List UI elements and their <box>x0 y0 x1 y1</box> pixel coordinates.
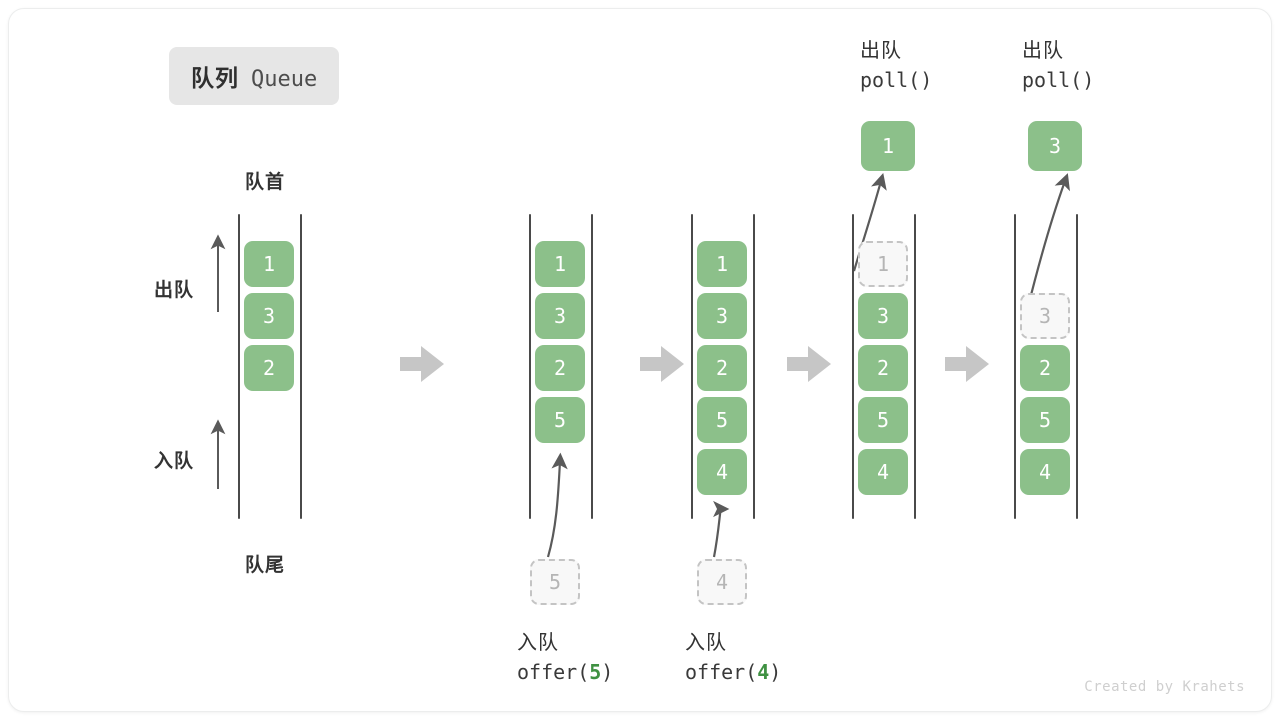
queue-slot: 3 <box>697 293 747 339</box>
connector-overlay <box>210 172 1070 558</box>
rail-left <box>1014 214 1016 519</box>
caption-offer-5: 入队 offer(5) <box>517 629 613 687</box>
code-arg: 4 <box>757 660 770 684</box>
queue-slot: 5 <box>1020 397 1070 443</box>
footer-credit: Created by Krahets <box>1084 679 1245 695</box>
queue-slot: 5 <box>697 397 747 443</box>
code-prefix: offer( <box>517 660 590 684</box>
queue-slot: 2 <box>858 345 908 391</box>
rail-right <box>300 214 302 519</box>
queue-slot: 1 <box>535 241 585 287</box>
dequeue-direction-label: 出队 <box>154 280 195 301</box>
queue-slot: 1 <box>244 241 294 287</box>
outgoing-box: 1 <box>861 121 915 171</box>
caption-poll-3: 出队 poll() <box>1022 37 1094 95</box>
queue-slot: 5 <box>858 397 908 443</box>
queue-rear-label: 队尾 <box>245 555 286 576</box>
code-prefix: poll( <box>1022 68 1083 92</box>
queue-slot: 3 <box>535 293 585 339</box>
enqueue-direction-label: 入队 <box>154 451 195 472</box>
queue-slot: 4 <box>1020 449 1070 495</box>
queue-slot: 3 <box>858 293 908 339</box>
queue-front-label: 队首 <box>245 172 286 193</box>
diagram-stage: 队列 Queue 队首 队尾 出队 入队 <box>9 9 1271 711</box>
code-suffix: ) <box>769 660 782 684</box>
incoming-ghost-box: 4 <box>697 559 747 605</box>
rail-right <box>591 214 593 519</box>
code-prefix: poll( <box>860 68 921 92</box>
code-suffix: ) <box>601 660 614 684</box>
title-en: Queue <box>251 67 318 92</box>
rail-right <box>753 214 755 519</box>
title-cn: 队列 <box>191 65 239 91</box>
rail-left <box>529 214 531 519</box>
code-prefix: offer( <box>685 660 758 684</box>
caption-cn: 出队 <box>860 40 902 62</box>
queue-slot: 2 <box>1020 345 1070 391</box>
caption-poll-1: 出队 poll() <box>860 37 932 95</box>
outgoing-box: 3 <box>1028 121 1082 171</box>
rail-left <box>691 214 693 519</box>
diagram-card: 队列 Queue 队首 队尾 出队 入队 <box>8 8 1272 712</box>
caption-offer-4: 入队 offer(4) <box>685 629 781 687</box>
caption-cn: 入队 <box>517 632 559 654</box>
caption-code: poll() <box>860 66 932 95</box>
queue-slot: 3 <box>244 293 294 339</box>
queue-slot: 2 <box>244 345 294 391</box>
code-suffix: ) <box>1082 68 1095 92</box>
rail-left <box>852 214 854 519</box>
queue-slot: 2 <box>535 345 585 391</box>
caption-code: offer(5) <box>517 658 613 687</box>
code-arg: 5 <box>589 660 602 684</box>
caption-code: offer(4) <box>685 658 781 687</box>
queue-slot-ghost: 1 <box>858 241 908 287</box>
queue-slot: 4 <box>858 449 908 495</box>
queue-slot: 4 <box>697 449 747 495</box>
diagram-title-badge: 队列 Queue <box>169 47 340 105</box>
code-suffix: ) <box>920 68 933 92</box>
queue-slot: 2 <box>697 345 747 391</box>
queue-slot: 1 <box>697 241 747 287</box>
rail-left <box>238 214 240 519</box>
queue-slot-ghost: 3 <box>1020 293 1070 339</box>
caption-code: poll() <box>1022 66 1094 95</box>
incoming-ghost-box: 5 <box>530 559 580 605</box>
queue-slot: 5 <box>535 397 585 443</box>
caption-cn: 出队 <box>1022 40 1064 62</box>
caption-cn: 入队 <box>685 632 727 654</box>
rail-right <box>914 214 916 519</box>
rail-right <box>1076 214 1078 519</box>
